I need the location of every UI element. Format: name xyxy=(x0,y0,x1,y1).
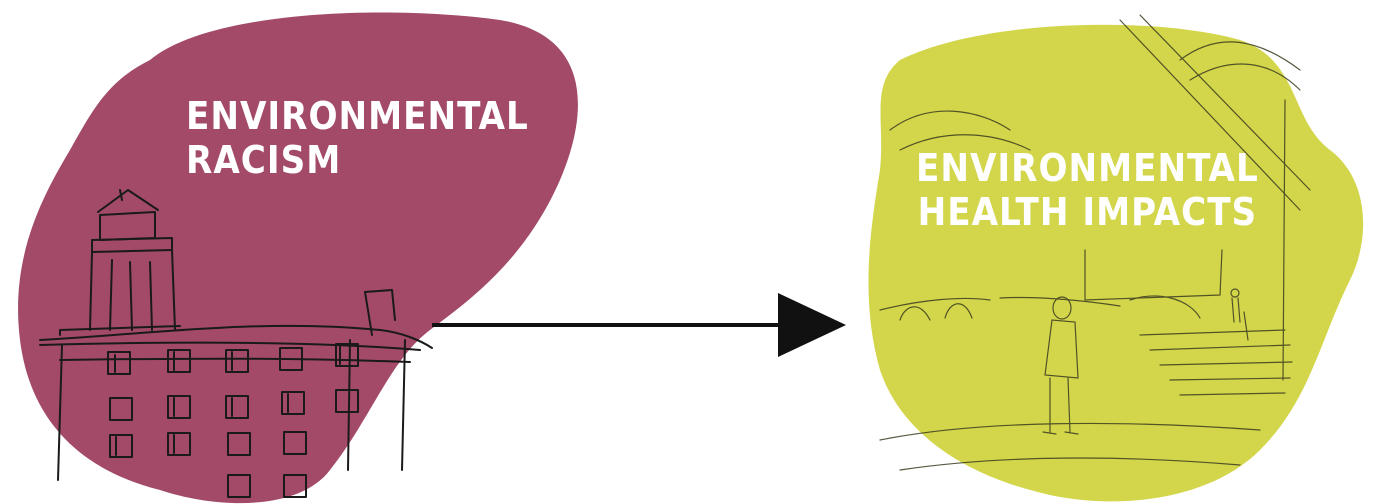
street-scene-sketch xyxy=(879,14,1311,471)
left-title-line1: ENVIRONMENTAL xyxy=(186,94,529,138)
right-node-title: ENVIRONMENTAL HEALTH IMPACTS xyxy=(916,146,1259,234)
left-node xyxy=(18,12,578,504)
connector-arrow xyxy=(432,293,846,357)
left-title-line2: RACISM xyxy=(186,138,342,182)
arrow-head-icon xyxy=(778,293,846,357)
building-sketch xyxy=(39,189,433,498)
right-node xyxy=(868,14,1364,502)
right-blob-shape xyxy=(868,24,1364,502)
right-title-line1: ENVIRONMENTAL xyxy=(916,146,1259,190)
right-title-line2: HEALTH IMPACTS xyxy=(917,190,1258,234)
left-blob-shape xyxy=(18,12,578,504)
left-node-title: ENVIRONMENTAL RACISM xyxy=(186,94,529,182)
